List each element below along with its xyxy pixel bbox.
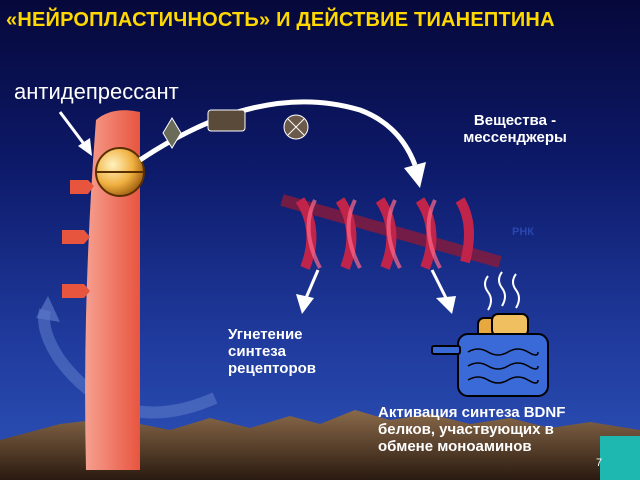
corner-accent <box>600 436 640 480</box>
slide-title: «НЕЙРОПЛАСТИЧНОСТЬ» И ДЕЙСТВИЕ ТИАНЕПТИН… <box>6 9 555 31</box>
cross-circle-icon <box>283 114 309 140</box>
toaster-icon <box>431 271 549 397</box>
cell-membrane <box>85 110 140 470</box>
rnk-label: РНК <box>512 226 534 238</box>
mountains-icon <box>0 410 640 480</box>
messengers-label: Вещества - мессенджеры <box>463 112 567 146</box>
activation-arrow <box>430 269 448 299</box>
page-number: 7 <box>596 457 603 469</box>
drug-arrow-head <box>78 138 92 156</box>
inhibition-label: Угнетение синтеза рецепторов <box>228 326 316 377</box>
signal-arrow-head <box>404 162 426 188</box>
activation-label: Активация синтеза BDNF белков, участвующ… <box>378 404 566 455</box>
diamond-icon <box>162 117 182 149</box>
feedback-arrow <box>38 308 218 419</box>
receptor-notch <box>62 284 90 298</box>
activation-arrow-head <box>436 296 456 314</box>
feedback-arrow-head <box>36 296 60 322</box>
drug-arrow <box>58 111 86 145</box>
receptor-sphere-icon <box>95 147 145 197</box>
inhibition-arrow <box>304 269 320 299</box>
antidepressant-label: антидепрессант <box>14 79 179 104</box>
inhibition-arrow-head <box>296 294 314 314</box>
receptor-notch <box>70 180 94 194</box>
dna-helix-icon <box>280 194 502 270</box>
signal-arrow <box>138 99 418 166</box>
box-icon <box>207 109 246 132</box>
receptor-notch <box>62 230 90 244</box>
